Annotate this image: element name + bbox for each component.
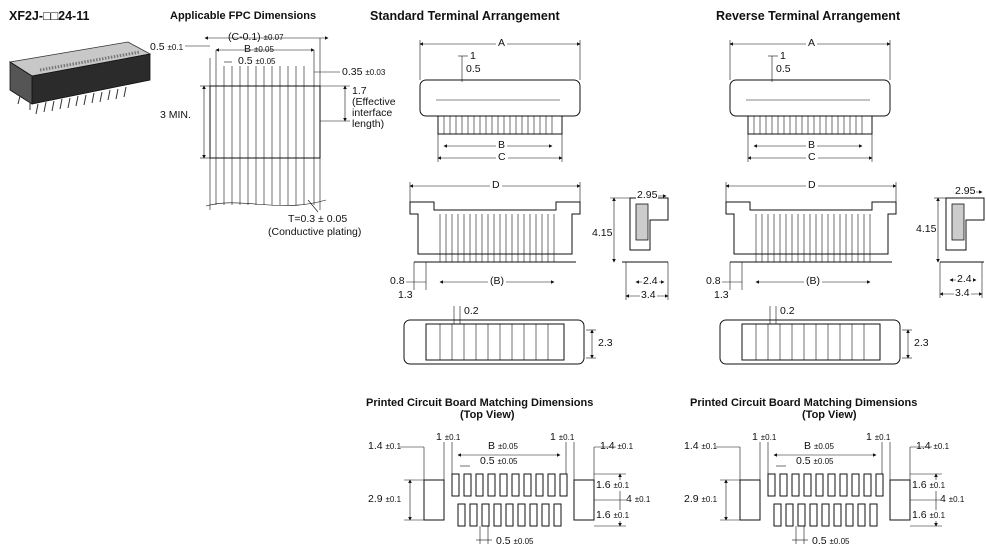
- fpc-b-dim: B ±0.05: [244, 43, 274, 55]
- reverse-bottom-view: [719, 306, 912, 365]
- rev-dim-05: 0.5: [776, 63, 791, 75]
- std-dim-24: 2.4: [642, 275, 659, 287]
- std-dim-13: 1.3: [398, 289, 413, 301]
- pcbr-dim-pitch-top: 0.5 ±0.05: [796, 455, 834, 467]
- std-dim-b: B: [496, 139, 508, 151]
- std-dim-295: 2.95: [636, 189, 659, 201]
- pcbl-dim-1-right: 1 ±0.1: [550, 431, 575, 443]
- reverse-arrangement-title: Reverse Terminal Arrangement: [716, 9, 901, 23]
- standard-side-view: [610, 194, 669, 300]
- std-dim-05: 0.5: [466, 63, 481, 75]
- rev-dim-1: 1: [780, 50, 786, 62]
- rev-dim-d: D: [806, 179, 818, 191]
- fpc-effective-length: 1.7: [352, 85, 367, 97]
- fpc-min-length: 3 MIN.: [160, 109, 191, 121]
- rev-dim-08: 0.8: [706, 275, 721, 287]
- pcbr-dim-14-left: 1.4 ±0.1: [684, 440, 718, 452]
- pcb-left-title-1: Printed Circuit Board Matching Dimension…: [366, 397, 594, 409]
- std-dim-34: 3.4: [640, 289, 657, 301]
- standard-top-view: [419, 40, 581, 162]
- pcbr-dim-29: 2.9 ±0.1: [684, 493, 718, 505]
- pcbr-dim-1-left: 1 ±0.1: [752, 431, 777, 443]
- rev-dim-34: 3.4: [954, 287, 971, 299]
- std-dim-415: 4.15: [592, 227, 613, 239]
- std-dim-c: C: [496, 151, 508, 163]
- pcbl-dim-4: 4 ±0.1: [626, 493, 651, 505]
- pcb-right-title-2: (Top View): [802, 409, 857, 421]
- connector-product-image: [8, 41, 152, 115]
- std-dim-02: 0.2: [464, 305, 479, 317]
- rev-dim-13: 1.3: [714, 289, 729, 301]
- pcbr-dim-16-bottom: 1.6 ±0.1: [912, 509, 946, 521]
- pcbl-dim-pitch-top: 0.5 ±0.05: [480, 455, 518, 467]
- pcbr-dim-1-right: 1 ±0.1: [866, 431, 891, 443]
- pcb-left-drawing: [400, 442, 626, 544]
- fpc-dimensions-title: Applicable FPC Dimensions: [170, 10, 317, 22]
- reverse-front-view: [722, 182, 897, 290]
- model-title: XF2J-□□24-11: [9, 9, 90, 23]
- pcbl-dim-b: B ±0.05: [488, 440, 518, 452]
- pcbl-dim-14-right: 1.4 ±0.1: [600, 440, 634, 452]
- rev-dim-b: B: [806, 139, 818, 151]
- fpc-left-margin-dim: 0.5 ±0.1: [150, 41, 184, 53]
- fpc-drawing: [185, 36, 350, 213]
- standard-front-view: [406, 182, 581, 290]
- rev-dim-b-paren: (B): [804, 275, 822, 287]
- pcb-right-title-1: Printed Circuit Board Matching Dimension…: [690, 397, 918, 409]
- fpc-thickness: T=0.3 ± 0.05: [288, 213, 348, 225]
- pcbr-dim-b: B ±0.05: [804, 440, 834, 452]
- std-dim-08: 0.8: [390, 275, 405, 287]
- reverse-top-view: [729, 40, 891, 162]
- pcbl-dim-1-left: 1 ±0.1: [436, 431, 461, 443]
- rev-dim-a: A: [806, 37, 818, 49]
- std-dim-b-paren: (B): [488, 275, 506, 287]
- fpc-effective-label-3: length): [352, 118, 385, 130]
- std-dim-1: 1: [470, 50, 476, 62]
- rev-dim-24: 2.4: [956, 273, 973, 285]
- rev-dim-c: C: [806, 151, 818, 163]
- std-dim-23: 2.3: [598, 337, 613, 349]
- fpc-effective-label-2: interface: [352, 107, 393, 119]
- std-dim-d: D: [490, 179, 502, 191]
- pcb-left-title-2: (Top View): [460, 409, 515, 421]
- reverse-side-view: [934, 190, 985, 298]
- rev-dim-02: 0.2: [780, 305, 795, 317]
- pcbr-dim-16-top: 1.6 ±0.1: [912, 479, 946, 491]
- standard-bottom-view: [403, 306, 596, 365]
- fpc-pitch-dim: 0.5 ±0.05: [238, 55, 276, 67]
- fpc-c-dim: (C-0.1) ±0.07: [228, 31, 284, 43]
- pcbr-dim-4: 4 ±0.1: [940, 493, 965, 505]
- rev-dim-23: 2.3: [914, 337, 929, 349]
- std-dim-a: A: [496, 37, 508, 49]
- pcbl-dim-14-left: 1.4 ±0.1: [368, 440, 402, 452]
- rev-dim-415: 4.15: [916, 223, 937, 235]
- pcbl-dim-16-top: 1.6 ±0.1: [596, 479, 630, 491]
- fpc-edge-dim: 0.35 ±0.03: [342, 66, 386, 78]
- pcb-right-drawing: [716, 442, 942, 544]
- fpc-plating: (Conductive plating): [268, 226, 362, 238]
- fpc-effective-label-1: (Effective: [352, 96, 396, 108]
- pcbl-dim-29: 2.9 ±0.1: [368, 493, 402, 505]
- pcbr-dim-14-right: 1.4 ±0.1: [916, 440, 950, 452]
- rev-dim-295: 2.95: [954, 185, 977, 197]
- pcbr-dim-pitch-bottom: 0.5 ±0.05: [812, 535, 850, 547]
- standard-arrangement-title: Standard Terminal Arrangement: [370, 9, 560, 23]
- pcbl-dim-16-bottom: 1.6 ±0.1: [596, 509, 630, 521]
- pcbl-dim-pitch-bottom: 0.5 ±0.05: [496, 535, 534, 547]
